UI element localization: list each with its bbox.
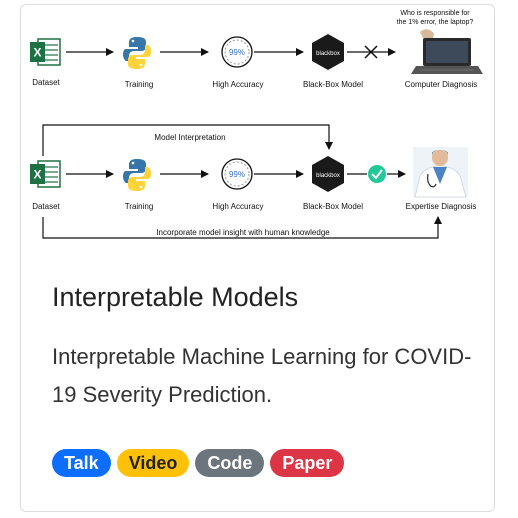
excel-icon: X [30,38,61,66]
pipeline-figure: X Dataset Training 99% High Accuracy bla… [30,10,483,239]
question-line-2: the 1% error, the laptop? [397,19,474,26]
top-accuracy-gauge: 99% [221,36,253,68]
blackbox-icon: blackbox [312,34,344,70]
doctor-icon [413,147,468,198]
laptop-icon [411,29,483,74]
bottom-accuracy-gauge: 99% [221,158,253,190]
bottom-accuracy-value: 99% [229,170,245,179]
video-badge[interactable]: Video [116,449,190,477]
top-blackbox-text: blackbox [316,51,340,57]
bottom-blackbox-label: Black-Box Model [303,202,363,211]
bottom-blackbox-text: blackbox [316,173,340,179]
code-badge[interactable]: Code [195,449,265,477]
expertise-diagnosis-label: Expertise Diagnosis [406,202,477,211]
top-dataset-label: Dataset [32,78,60,87]
svg-text:X: X [33,46,41,60]
top-training-label: Training [125,80,154,89]
cross-icon [364,45,378,59]
excel-icon: X [30,160,61,188]
bottom-training-label: Training [125,202,154,211]
talk-badge[interactable]: Talk [52,449,111,477]
insight-label: Incorporate model insight with human kno… [156,228,330,237]
bottom-accuracy-label: High Accuracy [212,202,263,211]
bottom-dataset-label: Dataset [32,202,60,211]
top-blackbox-label: Black-Box Model [303,80,363,89]
svg-text:X: X [33,168,41,182]
top-accuracy-label: High Accuracy [212,80,263,89]
question-line-1: Who is responsible for [400,10,470,17]
top-accuracy-value: 99% [229,48,245,57]
check-icon [368,165,386,183]
paper-badge[interactable]: Paper [270,449,345,477]
computer-diagnosis-label: Computer Diagnosis [405,80,477,89]
badge-row: Talk Video Code Paper [52,449,345,477]
blackbox-icon: blackbox [312,156,344,192]
model-interpretation-label: Model Interpretation [154,133,225,142]
project-card [20,4,495,512]
card-title: Interpretable Models [52,282,299,312]
card-description: Interpretable Machine Learning for COVID… [52,344,472,407]
python-icon [123,159,151,191]
python-icon [123,37,151,69]
